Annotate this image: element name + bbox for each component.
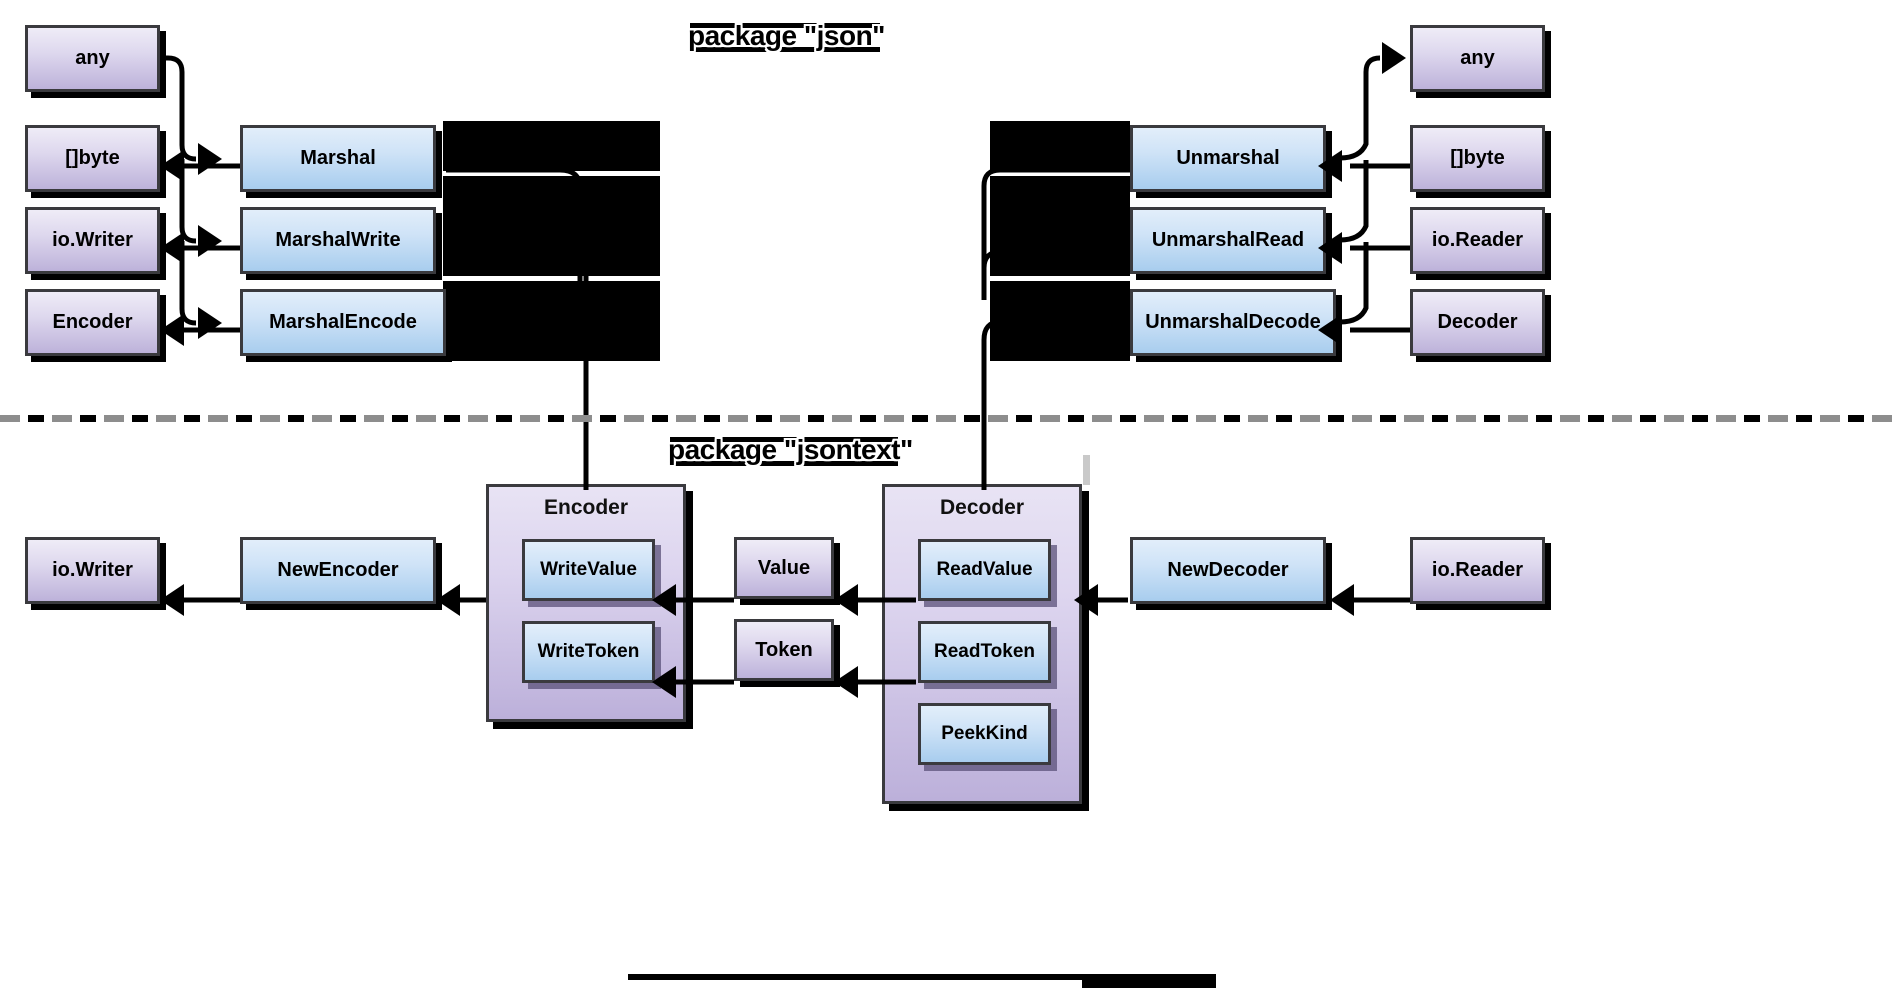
artifact-block-left-2: [443, 176, 580, 276]
arrowhead-to-value: [834, 584, 858, 616]
group-encoder-title: Encoder: [543, 496, 629, 519]
arrowhead-to-token: [834, 666, 858, 698]
artifact-baseline-bottom: [628, 974, 1216, 980]
artifact-block-right-3: [990, 281, 1130, 361]
arrowhead-to-writevalue: [652, 584, 676, 616]
method-label: WriteToken: [537, 641, 640, 663]
arrowhead-to-newencoder: [436, 584, 460, 616]
func-label: MarshalWrite: [275, 229, 401, 251]
arrowhead-to-unmarshaldecode: [1318, 314, 1342, 346]
type-box-any-left[interactable]: any: [25, 25, 160, 92]
package-json-title-text: package "json": [688, 20, 885, 51]
type-label: Token: [755, 638, 813, 661]
arrowhead-to-any-right: [1382, 42, 1406, 74]
artifact-stroke-decoder-top: [1083, 455, 1090, 485]
type-label: io.Reader: [1431, 229, 1524, 251]
method-box-writevalue[interactable]: WriteValue: [522, 539, 655, 601]
method-label: WriteValue: [540, 559, 637, 581]
title-overline: [690, 23, 880, 28]
artifact-block-left-1: [443, 121, 580, 171]
type-label: []byte: [1450, 147, 1505, 169]
type-box-encoder-left[interactable]: Encoder: [25, 289, 160, 356]
title-underline: [690, 47, 880, 52]
artifact-baseline-bottom-2: [1082, 978, 1216, 988]
arrowhead-to-iowriter-bottom: [160, 584, 184, 616]
arrowhead-to-encoder-left: [160, 314, 184, 346]
func-box-marshal[interactable]: Marshal: [240, 125, 436, 192]
method-label: PeekKind: [941, 723, 1028, 745]
artifact-block-right-1: [990, 121, 1130, 171]
artifact-block-left-3: [443, 281, 580, 361]
type-box-iowriter-left[interactable]: io.Writer: [25, 207, 160, 274]
arrowhead-to-unmarshal: [1318, 150, 1342, 182]
type-box-token[interactable]: Token: [734, 619, 834, 681]
type-box-iowriter-bottom[interactable]: io.Writer: [25, 537, 160, 604]
method-box-readtoken[interactable]: ReadToken: [918, 621, 1051, 683]
arrowhead-to-marshal: [198, 143, 222, 175]
type-label: any: [75, 47, 110, 69]
type-label: Decoder: [1437, 311, 1518, 333]
func-box-unmarshalread[interactable]: UnmarshalRead: [1130, 207, 1326, 274]
artifact-block-left-6: [580, 281, 660, 361]
func-label: MarshalEncode: [269, 311, 417, 333]
type-label: []byte: [65, 147, 120, 169]
func-box-marshalencode[interactable]: MarshalEncode: [240, 289, 446, 356]
arrowhead-to-unmarshalread: [1318, 232, 1342, 264]
type-label: io.Writer: [52, 559, 133, 581]
func-label: Unmarshal: [1176, 147, 1280, 169]
func-label: UnmarshalDecode: [1145, 311, 1321, 333]
group-decoder-title: Decoder: [939, 496, 1025, 519]
arrowhead-to-marshalencode: [198, 307, 222, 339]
edge-unmarshal-to-any: [1339, 55, 1381, 161]
type-box-any-right[interactable]: any: [1410, 25, 1545, 92]
type-box-ioreader-bottom[interactable]: io.Reader: [1410, 537, 1545, 604]
type-label: Value: [757, 556, 811, 579]
package-jsontext-title-text: package "jsontext": [668, 434, 913, 465]
type-label: Encoder: [52, 311, 133, 333]
method-box-writetoken[interactable]: WriteToken: [522, 621, 655, 683]
func-box-newencoder[interactable]: NewEncoder: [240, 537, 436, 604]
type-box-decoder-right[interactable]: Decoder: [1410, 289, 1545, 356]
edge-any-to-marshalwrite: [179, 159, 197, 244]
method-box-readvalue[interactable]: ReadValue: [918, 539, 1051, 601]
type-box-bytes-right[interactable]: []byte: [1410, 125, 1545, 192]
package-divider: [0, 415, 1900, 422]
func-box-marshalwrite[interactable]: MarshalWrite: [240, 207, 436, 274]
arrowhead-to-writetoken: [652, 666, 676, 698]
edge-any-to-marshalencode: [179, 241, 197, 326]
package-jsontext-title: package "jsontext": [668, 434, 913, 468]
arrowhead-to-decoder-group: [1074, 584, 1098, 616]
type-box-bytes-left[interactable]: []byte: [25, 125, 160, 192]
arrowhead-to-iowriter-left: [160, 232, 184, 264]
artifact-block-left-4: [580, 121, 660, 171]
type-box-value[interactable]: Value: [734, 537, 834, 599]
edge-unmarshalread-to-any: [1339, 160, 1369, 243]
func-box-newdecoder[interactable]: NewDecoder: [1130, 537, 1326, 604]
edge-any-to-marshal: [160, 55, 197, 162]
method-label: ReadToken: [933, 641, 1035, 663]
title-overline: [670, 437, 898, 442]
artifact-block-left-5: [580, 176, 660, 276]
type-label: io.Reader: [1431, 559, 1524, 581]
arrowhead-to-marshalwrite: [198, 225, 222, 257]
method-box-peekkind[interactable]: PeekKind: [918, 703, 1051, 765]
group-decoder[interactable]: Decoder ReadValue ReadToken PeekKind: [882, 484, 1082, 804]
func-label: Marshal: [300, 147, 376, 169]
func-label: NewEncoder: [277, 559, 399, 581]
package-json-title: package "json": [688, 20, 885, 54]
type-box-ioreader-right[interactable]: io.Reader: [1410, 207, 1545, 274]
func-box-unmarshaldecode[interactable]: UnmarshalDecode: [1130, 289, 1336, 356]
type-label: any: [1460, 47, 1495, 69]
title-underline: [670, 461, 898, 466]
func-label: NewDecoder: [1167, 559, 1289, 581]
arrowhead-to-bytes-left: [160, 150, 184, 182]
arrowhead-to-newdecoder: [1330, 584, 1354, 616]
func-label: UnmarshalRead: [1151, 229, 1305, 251]
func-box-unmarshal[interactable]: Unmarshal: [1130, 125, 1326, 192]
artifact-block-right-2: [990, 176, 1130, 276]
method-label: ReadValue: [936, 559, 1033, 581]
edge-unmarshaldecode-to-any: [1339, 242, 1369, 325]
type-label: io.Writer: [52, 229, 133, 251]
